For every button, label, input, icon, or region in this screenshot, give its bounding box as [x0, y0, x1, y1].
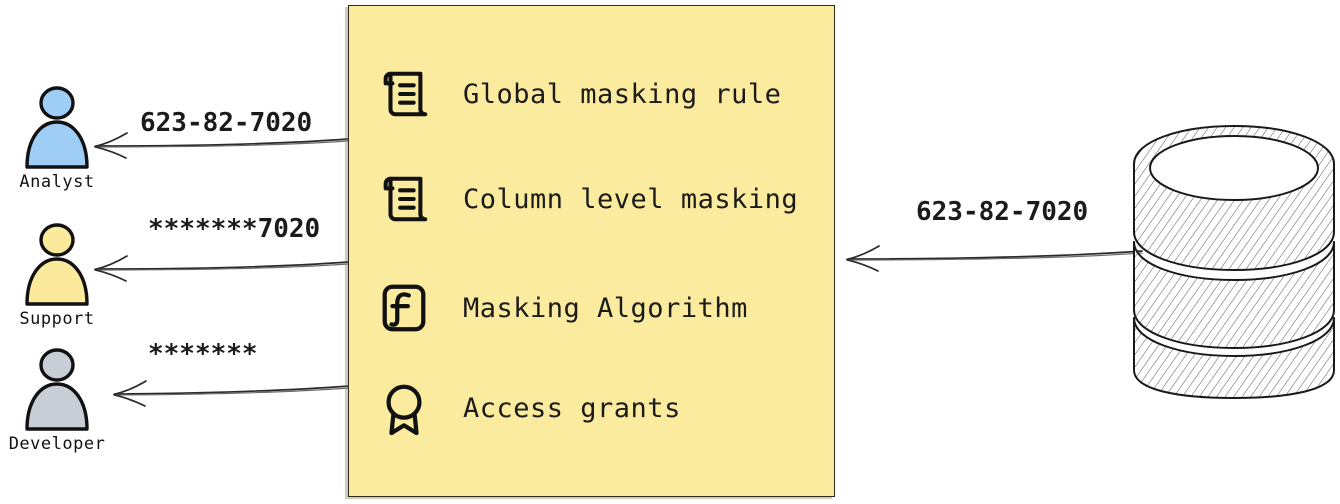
actor-developer-label: Developer [8, 434, 106, 454]
masking-policy-list: Global masking rule Column level masking [349, 6, 834, 496]
arrow-panel-to-developer [113, 380, 350, 407]
arrow-label-support: *******7020 [148, 214, 321, 244]
actor-support[interactable]: Support [2, 222, 112, 329]
policy-item-label: Masking Algorithm [463, 292, 748, 324]
arrow-database-to-panel [846, 245, 1143, 272]
actor-analyst-label: Analyst [19, 172, 95, 192]
scroll-icon [383, 176, 428, 222]
arrow-label-database: 623-82-7020 [916, 197, 1089, 227]
scroll-icon [383, 71, 428, 117]
policy-item-label: Global masking rule [463, 78, 782, 110]
db-disc-top [1133, 125, 1335, 271]
actor-developer[interactable]: Developer [2, 347, 112, 454]
policy-item-global-masking-rule[interactable]: Global masking rule [377, 64, 781, 124]
award-ribbon-icon [386, 384, 422, 436]
analyst-person-icon [25, 86, 89, 169]
arrow-label-developer: ******* [148, 339, 258, 369]
arrow-label-analyst: 623-82-7020 [140, 108, 313, 138]
policy-item-masking-algorithm[interactable]: Masking Algorithm [377, 278, 748, 338]
arrow-panel-to-analyst [94, 132, 349, 159]
policy-item-column-level-masking[interactable]: Column level masking [377, 169, 798, 229]
database-cylinder-icon [1128, 120, 1340, 402]
function-icon [382, 284, 426, 332]
policy-item-label: Access grants [463, 392, 681, 424]
actor-support-label: Support [19, 309, 95, 329]
support-person-icon [25, 223, 89, 306]
policy-item-label: Column level masking [463, 183, 799, 215]
database-svg [1133, 125, 1335, 399]
developer-person-icon [25, 348, 89, 431]
actor-analyst[interactable]: Analyst [2, 85, 112, 192]
arrow-panel-to-support [94, 255, 349, 282]
policy-item-access-grants[interactable]: Access grants [377, 378, 681, 438]
masking-policy-panel: Global masking rule Column level masking [348, 5, 835, 497]
